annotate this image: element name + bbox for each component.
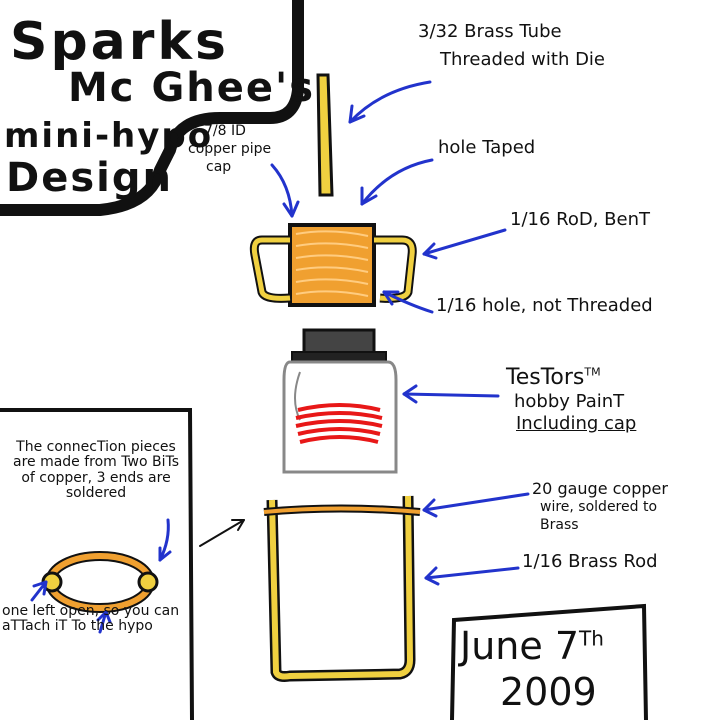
arrow-brass-rod [424, 566, 520, 580]
label-testors: TesTorsTM [506, 365, 601, 390]
title-line-4: Design [6, 155, 173, 201]
title-line-2: Mc Ghee's [68, 65, 316, 111]
label-copper-cap-size: 7/8 ID [204, 123, 246, 139]
brass-tube-drawing [316, 73, 334, 197]
label-hole-taped: hole Taped [438, 137, 536, 158]
title-line-1: Sparks [10, 12, 229, 72]
label-threaded: Threaded with Die [440, 49, 606, 70]
date-line-1-sup: Th [579, 626, 604, 651]
arrow-open-left [30, 580, 48, 602]
arrow-note-to-frame [199, 519, 245, 547]
arrow-connection [158, 518, 170, 562]
arrow-hole-not-threaded [382, 290, 434, 314]
arrow-brass-tube [348, 80, 432, 124]
arrow-hole-taped [360, 158, 434, 206]
date-line-2: 2009 [500, 670, 597, 714]
date-line-1: June 7Th [460, 624, 604, 668]
label-copper-cap-cap: cap [206, 159, 232, 175]
date-box [450, 603, 648, 720]
note-box [0, 408, 194, 720]
label-copper-wire-3: Brass [540, 517, 579, 533]
paint-bottle-drawing [282, 360, 398, 474]
title-frame [0, 0, 304, 216]
label-brass-rod: 1/16 Brass Rod [522, 551, 658, 572]
arrow-open-bottom [98, 610, 108, 634]
label-testors-tm: TM [584, 365, 601, 379]
brass-rod-frame [266, 495, 416, 682]
label-rod-bent: 1/16 RoD, BenT [510, 209, 650, 230]
label-brass-tube: 3/32 Brass Tube [418, 21, 562, 42]
label-hobby-paint: hobby PainT [514, 391, 625, 412]
label-hole-not-threaded: 1/16 hole, not Threaded [436, 295, 653, 316]
note-open: one left open, so you can aTTach iT To t… [2, 603, 180, 635]
title-line-3: mini-hypo [4, 116, 214, 156]
label-testors-text: TesTors [506, 365, 585, 390]
arrow-copper-wire [422, 492, 530, 512]
arrow-copper-cap [270, 163, 294, 218]
label-copper-wire-2: wire, soldered to [540, 499, 658, 515]
label-copper-wire-1: 20 gauge copper [532, 479, 668, 498]
label-including-cap: Including cap [516, 413, 637, 434]
date-line-1-text: June 7 [460, 624, 580, 668]
arrow-paint [402, 392, 500, 398]
arrow-rod-bent [422, 228, 507, 256]
label-copper-cap-pipe: copper pipe [188, 141, 272, 157]
note-connection: The connecTion pieces are made from Two … [12, 439, 179, 502]
